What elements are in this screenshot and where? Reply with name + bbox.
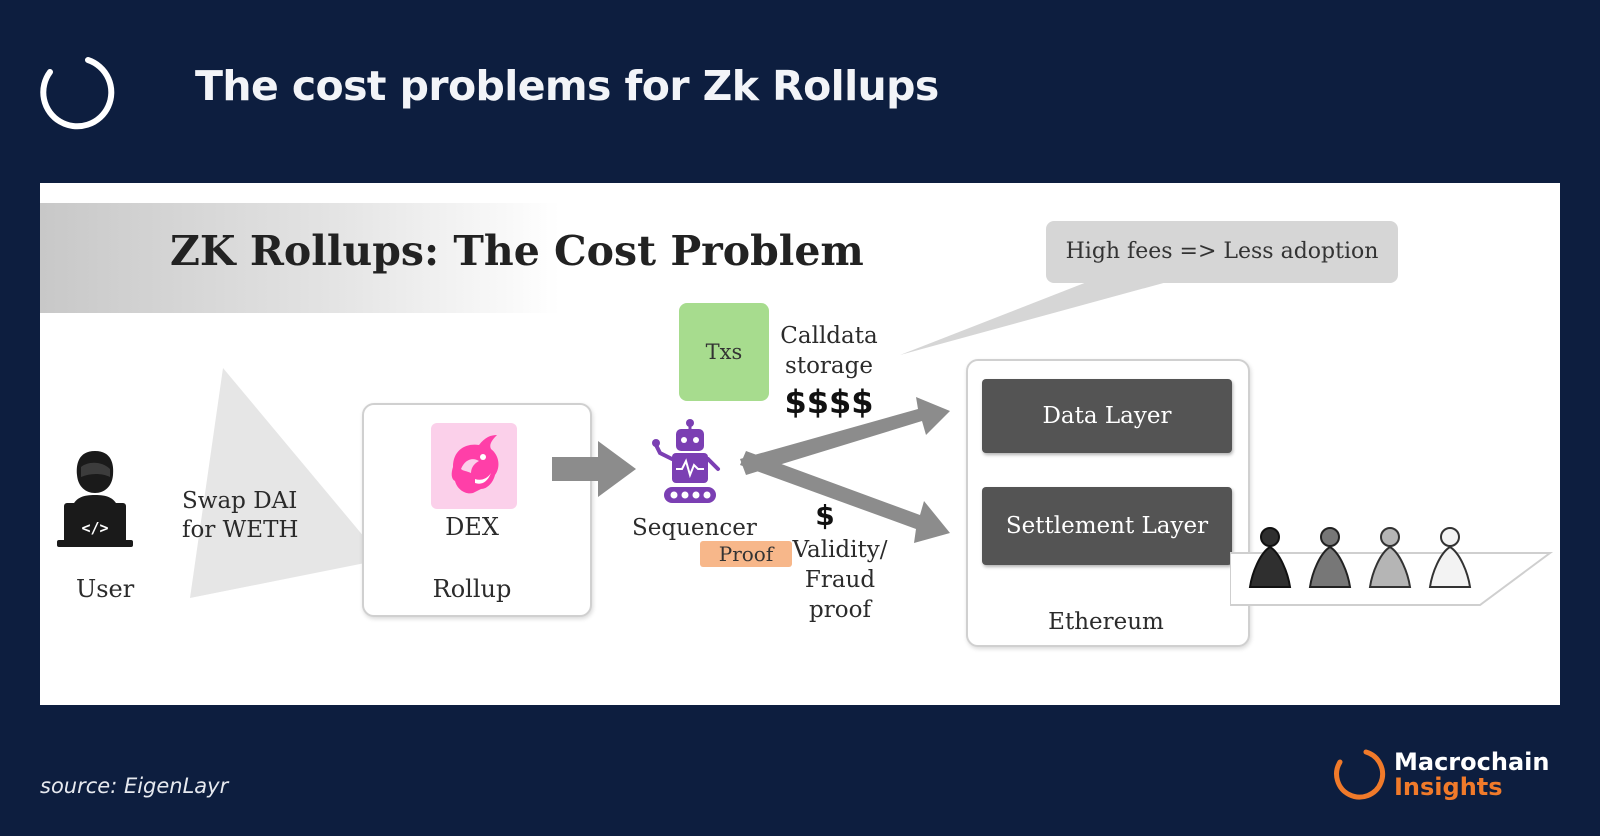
txs-label: Txs: [705, 340, 743, 364]
dex-label: DEX: [445, 513, 499, 541]
validator-pawn-icon: [1368, 527, 1412, 588]
proof-tag-label: Proof: [718, 542, 774, 566]
source-caption: source: EigenLayr: [40, 774, 229, 798]
settlement-layer-label: Settlement Layer: [1005, 513, 1209, 539]
request-cone: [190, 368, 365, 598]
validator-pawn-icon: [1308, 527, 1352, 588]
proof-label: Validity/ Fraud proof: [792, 537, 888, 623]
proof-arrow: [740, 451, 950, 543]
ethereum-label: Ethereum: [1048, 609, 1164, 635]
brand-name: Macrochain: [1394, 748, 1550, 776]
diagram-title: ZK Rollups: The Cost Problem: [170, 227, 864, 275]
callout-text: High fees => Less adoption: [1065, 239, 1379, 264]
data-layer-box: Data Layer: [982, 379, 1232, 453]
settlement-layer-box: Settlement Layer: [982, 487, 1232, 565]
uniswap-icon: [431, 423, 517, 509]
callout-bubble: High fees => Less adoption: [1046, 221, 1398, 283]
proof-tag: Proof: [700, 541, 792, 567]
flow-arrows: [552, 397, 950, 543]
user-icon: [57, 451, 133, 547]
user-label: User: [76, 575, 135, 603]
data-layer-label: Data Layer: [1042, 403, 1172, 429]
validator-pawn-icon: [1428, 527, 1472, 588]
robot-icon: [652, 419, 720, 503]
calldata-label: Calldata storage: [780, 323, 878, 379]
calldata-arrow: [740, 397, 950, 475]
brand-logo-ring-icon: [1334, 749, 1385, 800]
calldata-cost: $$$$: [784, 383, 874, 421]
sequencer-label: Sequencer: [632, 515, 757, 541]
proof-cost: $: [815, 499, 835, 532]
slide-title: The cost problems for Zk Rollups: [195, 62, 939, 110]
rollup-to-sequencer-arrow: [552, 441, 636, 497]
brand-tagline: Insights: [1394, 773, 1503, 801]
validator-pawn-icon: [1248, 527, 1292, 588]
callout-tail: [900, 273, 1200, 355]
txs-box: Txs: [679, 303, 769, 401]
validators-platform: [1230, 527, 1554, 606]
brand-ring-icon: [40, 57, 115, 130]
title-band: [40, 203, 560, 313]
request-label: Swap DAI for WETH: [182, 488, 299, 543]
rollup-label: Rollup: [432, 575, 512, 603]
code-symbol: </>: [81, 519, 109, 537]
diagram-panel: ZK Rollups: The Cost Problem High fees =…: [40, 183, 1560, 705]
